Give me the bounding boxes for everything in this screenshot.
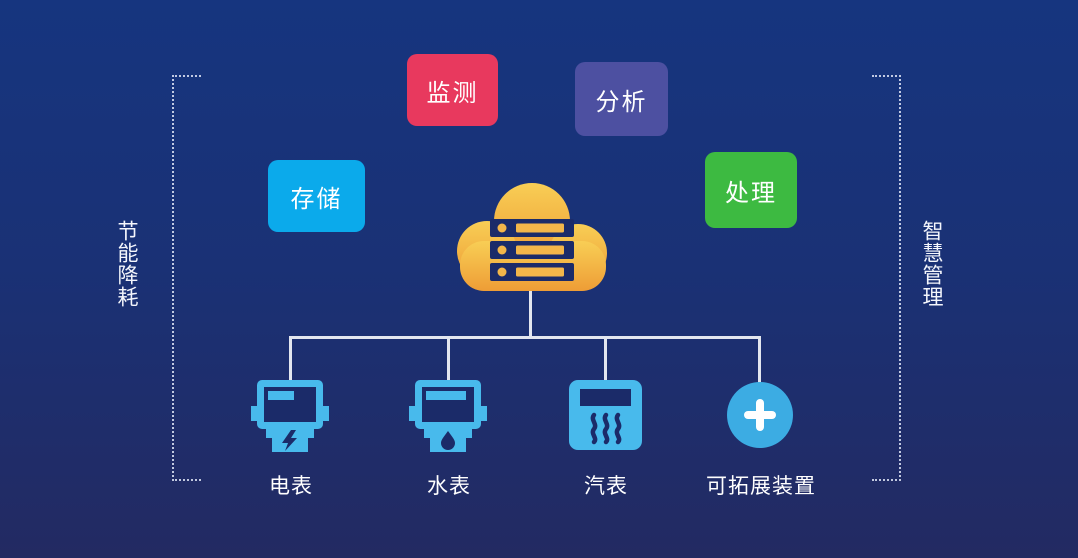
- function-box-analyze: 分析: [575, 62, 668, 136]
- function-box-process-label: 处理: [725, 179, 777, 207]
- device-label-expandable: 可拓展装置: [706, 475, 816, 498]
- right-side-label: 智慧管理: [920, 220, 943, 308]
- connector-drop-expandable: [758, 336, 761, 386]
- water-meter-icon: [409, 379, 487, 454]
- cloud-server-icon: [452, 179, 612, 293]
- left-side-label: 节能降耗: [115, 220, 138, 308]
- function-box-store: 存储: [268, 160, 365, 232]
- device-label-electric: 电表: [269, 475, 313, 498]
- connector-drop-steam: [604, 336, 607, 382]
- connector-horizontal-bus: [289, 336, 761, 339]
- steam-meter-icon: [568, 379, 643, 451]
- function-box-analyze-label: 分析: [595, 88, 648, 116]
- connector-drop-electric: [289, 336, 292, 382]
- device-label-steam: 汽表: [584, 475, 628, 498]
- plus-circle-icon: [727, 382, 793, 448]
- right-dashed-bracket: [872, 75, 901, 481]
- function-box-monitor-label: 监测: [426, 79, 479, 107]
- function-box-monitor: 监测: [407, 54, 498, 126]
- device-label-water: 水表: [427, 475, 471, 498]
- function-box-process: 处理: [705, 152, 797, 228]
- function-box-store-label: 存储: [290, 185, 343, 213]
- connector-cloud-stem: [529, 290, 532, 338]
- electric-meter-icon: [251, 379, 329, 454]
- connector-drop-water: [447, 336, 450, 382]
- left-dashed-bracket: [172, 75, 201, 481]
